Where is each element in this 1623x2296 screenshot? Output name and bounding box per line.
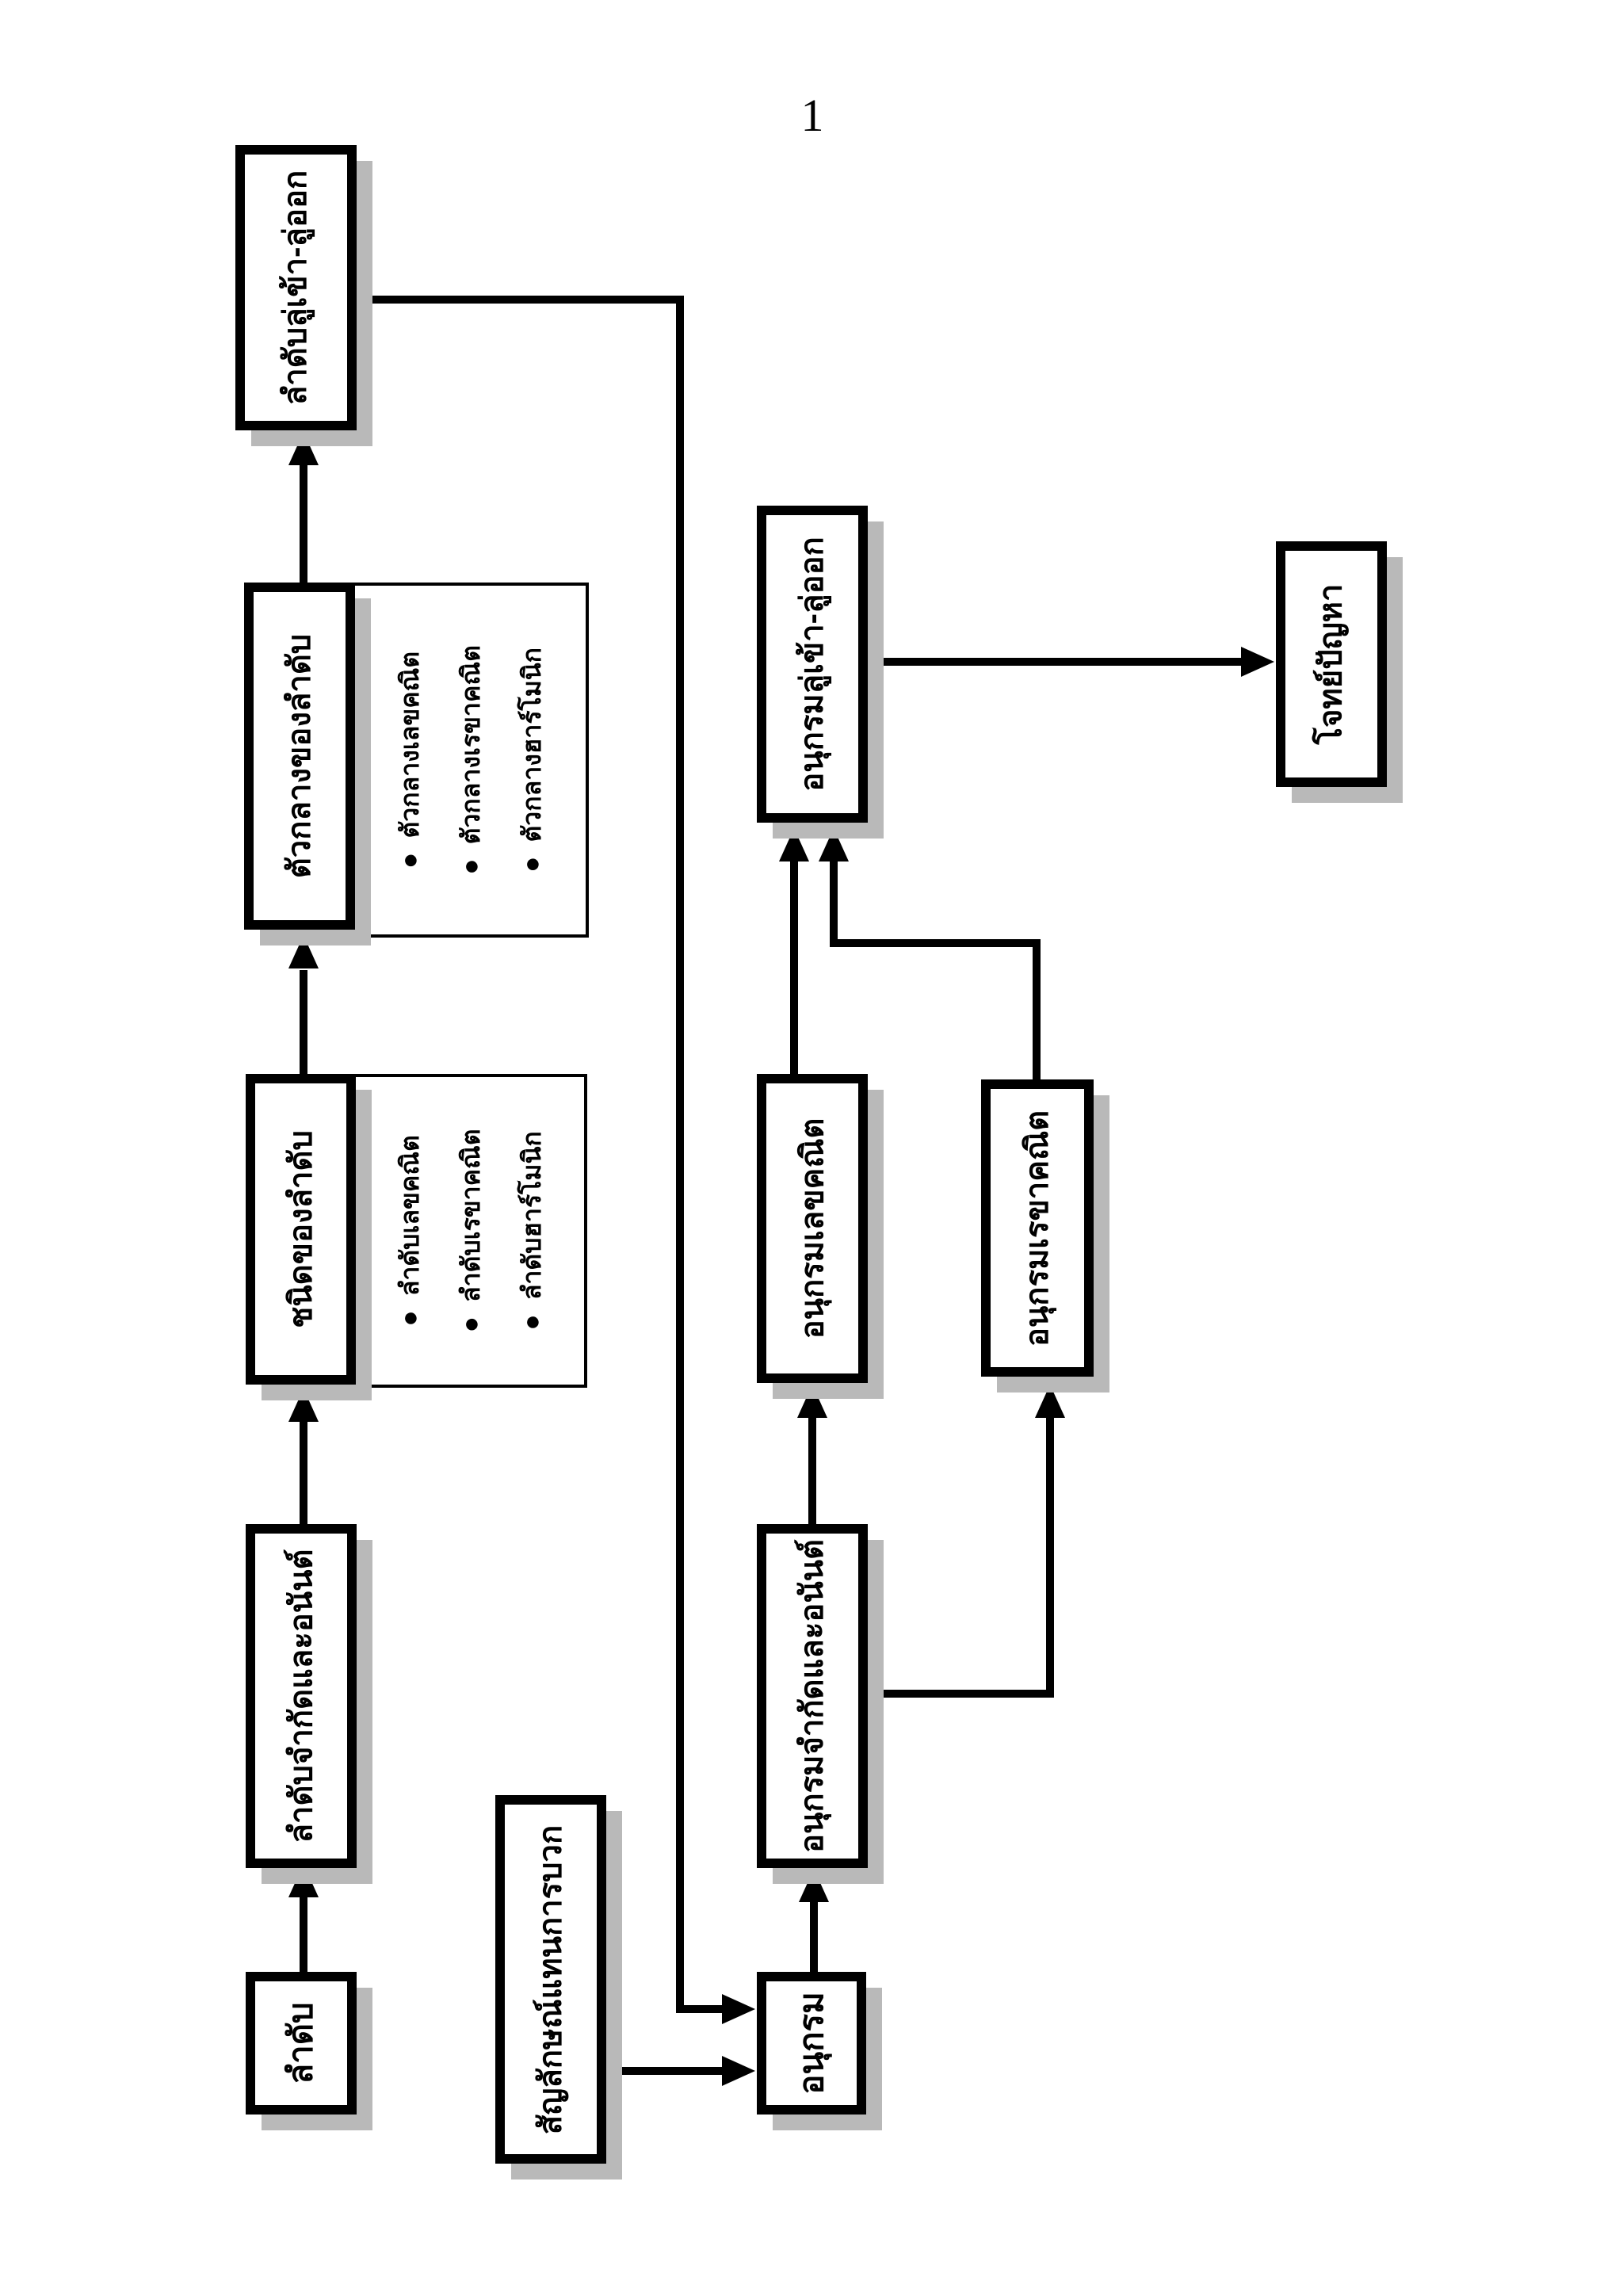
- node-label: ลำดับจำกัดและอนันต์: [284, 1549, 319, 1843]
- bullet-icon: ●: [517, 1314, 547, 1331]
- arrowhead-right-icon: [722, 2056, 755, 2086]
- sublist-sequence-means: ● ตัวกลางเลขคณิต ● ตัวกลางเรขาคณิต ● ตัวกลา…: [349, 583, 589, 938]
- node-sequence: ลำดับ: [246, 1972, 357, 2115]
- bullet-icon: ●: [395, 852, 425, 869]
- connector-geometric-to-convergent-divergent-series: [830, 861, 838, 944]
- node-convergent-divergent-sequence: ลำดับลู่เข้า-ลู่ออก: [235, 145, 357, 430]
- connector-finite-infinite-series-to-geometric: [1046, 1417, 1054, 1698]
- node-label: ชนิดของลำดับ: [283, 1130, 319, 1328]
- bullet-icon: ●: [395, 1310, 425, 1327]
- arrowhead-right-icon: [1241, 647, 1274, 677]
- node-label: อนุกรม: [792, 1992, 831, 2095]
- bullet-icon: ●: [517, 856, 547, 873]
- connector-geometric-to-convergent-divergent-series: [1033, 939, 1041, 1079]
- arrowhead-up-icon: [799, 1869, 829, 1902]
- node-label: อนุกรมเลขคณิต: [795, 1117, 830, 1339]
- connector-finite-infinite-sequence-to-types: [300, 1422, 307, 1524]
- arrowhead-up-icon: [779, 828, 809, 861]
- connector-arithmetic-to-convergent-divergent-series: [790, 861, 798, 1074]
- arrowhead-up-icon: [797, 1385, 827, 1418]
- list-item-label: ตัวกลางเรขาคณิต: [456, 645, 485, 845]
- list-item: ● ลำดับเรขาคณิต: [456, 1129, 486, 1333]
- node-convergent-divergent-series: อนุกรมลู่เข้า-ลู่ออก: [757, 506, 868, 823]
- node-label: ลำดับ: [281, 2002, 319, 2084]
- list-item: ● ลำดับฮาร์โมนิก: [517, 1131, 547, 1331]
- node-summation-symbol: สัญลักษณ์แทนการบวก: [495, 1795, 606, 2164]
- connector-means-to-convergent-divergent-sequence: [300, 464, 307, 583]
- node-label: อนุกรมเรขาคณิต: [1020, 1110, 1055, 1347]
- list-item: ● ตัวกลางเรขาคณิต: [456, 645, 486, 875]
- list-item: ● ตัวกลางฮาร์โมนิก: [517, 647, 547, 873]
- connector-series-to-finite-infinite-series: [810, 1901, 818, 1972]
- node-finite-infinite-series: อนุกรมจำกัดและอนันต์: [757, 1524, 868, 1868]
- arrowhead-up-icon: [819, 828, 849, 861]
- connector-summation-to-series: [606, 2067, 725, 2075]
- node-arithmetic-series: อนุกรมเลขคณิต: [757, 1074, 868, 1383]
- list-item-label: ลำดับเลขคณิต: [395, 1135, 424, 1297]
- node-finite-infinite-sequence: ลำดับจำกัดและอนันต์: [246, 1524, 357, 1868]
- node-label: โจทย์ปัญหา: [1314, 583, 1349, 745]
- node-sequence-means: ตัวกลางของลำดับ: [244, 583, 355, 930]
- connector-geometric-to-convergent-divergent-series: [830, 939, 1041, 947]
- node-word-problems: โจทย์ปัญหา: [1276, 541, 1387, 787]
- node-label: อนุกรมจำกัดและอนันต์: [795, 1539, 830, 1853]
- connector-convergent-divergent-sequence-to-series: [357, 296, 684, 304]
- list-item-label: ตัวกลางฮาร์โมนิก: [517, 647, 546, 842]
- arrowhead-up-icon: [288, 1389, 319, 1422]
- arrowhead-up-icon: [288, 432, 319, 465]
- sublist-sequence-types: ● ลำดับเลขคณิต ● ลำดับเรขาคณิต ● ลำดับฮาร์โ…: [349, 1074, 587, 1388]
- connector-convergent-divergent-sequence-to-series: [676, 2005, 725, 2013]
- list-item-label: ตัวกลางเลขคณิต: [395, 651, 424, 839]
- list-item-label: ลำดับเรขาคณิต: [456, 1129, 485, 1302]
- node-label: ลำดับลู่เข้า-ลู่ออก: [278, 170, 314, 406]
- page-number: 1: [800, 90, 824, 141]
- node-label: ตัวกลางของลำดับ: [282, 633, 317, 879]
- list-item-label: ลำดับฮาร์โมนิก: [517, 1131, 546, 1301]
- bullet-icon: ●: [456, 858, 486, 875]
- node-geometric-series: อนุกรมเรขาคณิต: [981, 1079, 1094, 1377]
- list-item: ● ลำดับเลขคณิต: [395, 1135, 425, 1327]
- connector-convergent-divergent-series-to-word-problems: [868, 658, 1243, 666]
- node-label: สัญลักษณ์แทนการบวก: [533, 1824, 568, 2134]
- arrowhead-up-icon: [1035, 1385, 1065, 1418]
- arrowhead-right-icon: [722, 1994, 755, 2024]
- arrowhead-up-icon: [288, 1864, 319, 1897]
- arrowhead-up-icon: [288, 935, 319, 968]
- node-series: อนุกรม: [757, 1972, 866, 2115]
- list-item: ● ตัวกลางเลขคณิต: [395, 651, 425, 869]
- bullet-icon: ●: [456, 1316, 486, 1333]
- node-sequence-types: ชนิดของลำดับ: [246, 1074, 356, 1385]
- connector-convergent-divergent-sequence-to-series: [676, 296, 684, 2013]
- connector-finite-infinite-series-to-arithmetic: [808, 1417, 816, 1524]
- connector-sequence-to-finite-infinite-sequence: [300, 1896, 307, 1972]
- connector-finite-infinite-series-to-geometric: [868, 1690, 1054, 1698]
- node-label: อนุกรมลู่เข้า-ลู่ออก: [795, 537, 830, 792]
- connector-types-to-means: [300, 970, 307, 1074]
